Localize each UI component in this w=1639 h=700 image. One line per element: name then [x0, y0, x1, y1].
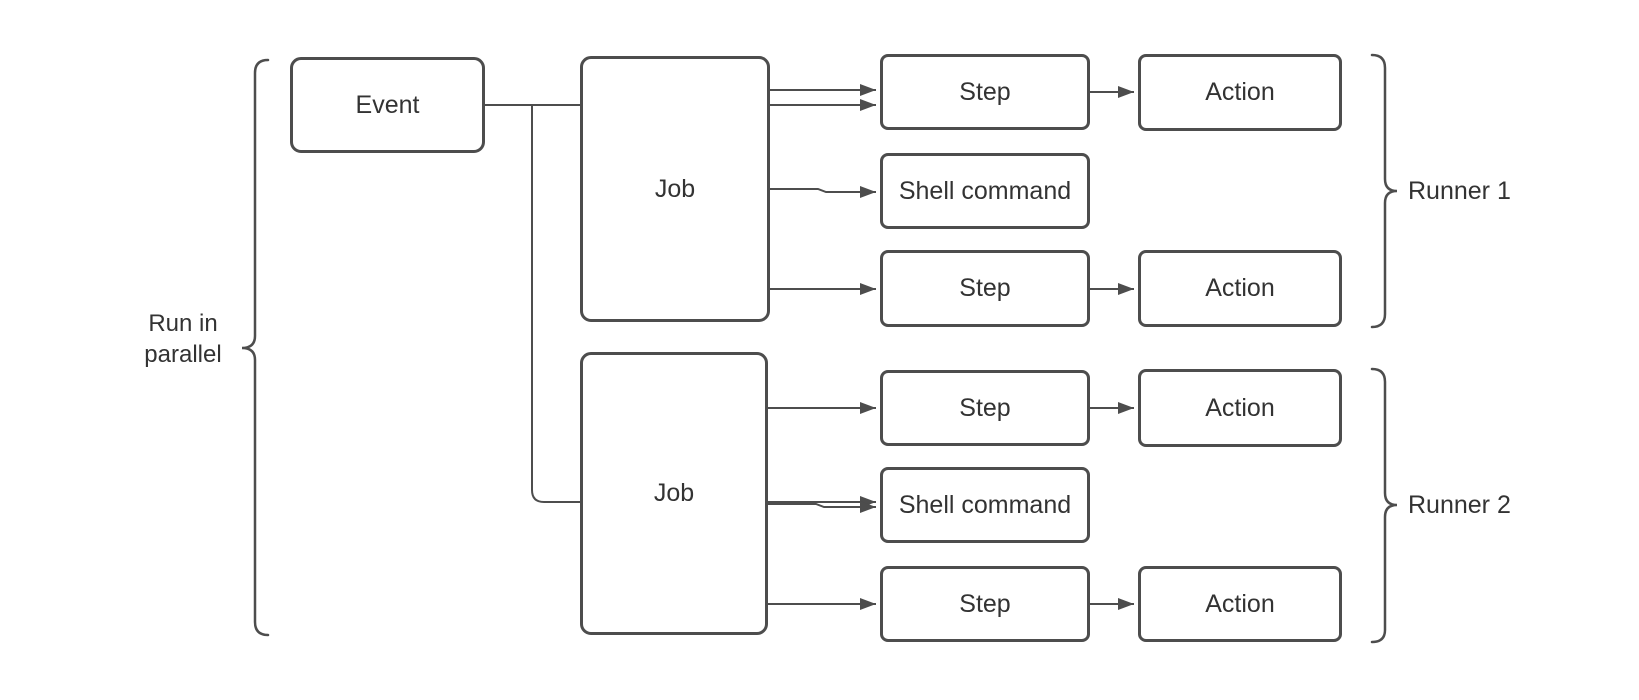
- action2-node-label: Action: [1205, 274, 1275, 302]
- run-in-parallel-label: Run in parallel: [144, 310, 222, 368]
- step2-node: Step: [880, 250, 1090, 327]
- step4-node: Step: [880, 566, 1090, 642]
- event-node: Event: [290, 57, 485, 153]
- job2-node: Job: [580, 352, 768, 635]
- shell-command1-node-label: Shell command: [898, 176, 1072, 205]
- shell-command1-node: Shell command: [880, 153, 1090, 229]
- action4-node-label: Action: [1205, 589, 1275, 618]
- runner2-label: Runner 2: [1408, 491, 1511, 519]
- action1-node-label: Action: [1205, 78, 1275, 106]
- run-in-parallel-brace: [241, 58, 270, 637]
- job2-node-label: Job: [653, 479, 695, 507]
- edge-job2-shell2: [768, 501, 876, 513]
- event-node-label: Event: [355, 90, 420, 119]
- job1-node: Job: [580, 56, 770, 322]
- action2-node: Action: [1138, 250, 1342, 327]
- runner2-brace: [1370, 367, 1398, 644]
- step2-node-label: Step: [959, 274, 1011, 302]
- edge-event-job2: [531, 105, 876, 508]
- runner1-label: Runner 1: [1408, 177, 1511, 205]
- step4-node-label: Step: [959, 589, 1011, 618]
- step1-node-label: Step: [959, 77, 1011, 106]
- step3-node-label: Step: [959, 393, 1011, 422]
- edge-job1-shell1: [770, 186, 876, 198]
- action3-node: Action: [1138, 369, 1342, 447]
- runner1-brace: [1370, 53, 1398, 329]
- action4-node: Action: [1138, 566, 1342, 642]
- step1-node: Step: [880, 54, 1090, 130]
- job1-node-label: Job: [654, 174, 696, 203]
- action1-node: Action: [1138, 54, 1342, 131]
- step3-node: Step: [880, 370, 1090, 446]
- action3-node-label: Action: [1205, 393, 1275, 422]
- shell-command2-node-label: Shell command: [898, 490, 1072, 519]
- shell-command2-node: Shell command: [880, 467, 1090, 543]
